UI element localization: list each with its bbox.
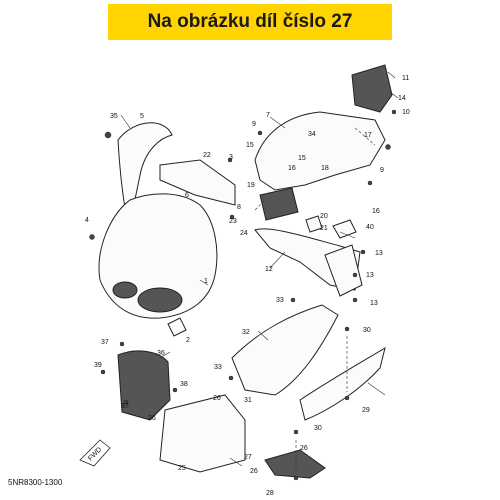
small-plate-21	[305, 215, 323, 233]
callout-26d: 26	[300, 445, 308, 452]
label-plate	[167, 317, 187, 337]
leg-shield-upper	[254, 111, 386, 191]
callout-13a: 13	[375, 250, 383, 257]
callout-16a: 16	[288, 165, 296, 172]
callout-35: 35	[110, 113, 118, 120]
callout-32: 32	[242, 329, 250, 336]
callout-18: 18	[321, 165, 329, 172]
callout-25: 25	[178, 465, 186, 472]
air-duct	[117, 350, 171, 421]
callout-40: 40	[366, 224, 374, 231]
callout-31: 31	[244, 397, 252, 404]
fastener-markers	[89, 109, 397, 481]
callout-30a: 30	[363, 327, 371, 334]
top-panel	[351, 64, 393, 113]
callout-15b: 15	[298, 155, 306, 162]
inner-bracket	[159, 159, 236, 206]
small-plate	[332, 219, 357, 239]
diagram-code: 5NR8300-1300	[8, 478, 63, 487]
callout-5: 5	[140, 113, 144, 120]
callout-19: 19	[247, 182, 255, 189]
callout-3: 3	[229, 154, 233, 161]
headlight-opening-right	[112, 281, 138, 299]
leader-lines	[120, 71, 399, 470]
callout-9a: 9	[252, 121, 256, 128]
part-number-banner: Na obrázku díl číslo 27	[108, 4, 392, 40]
callout-37a: 37	[101, 339, 109, 346]
callout-8: 8	[237, 204, 241, 211]
callout-39: 39	[94, 362, 102, 369]
callout-10: 10	[402, 109, 410, 116]
callout-34: 34	[308, 131, 316, 138]
callout-12: 12	[265, 266, 273, 273]
callout-20: 20	[320, 213, 328, 220]
inner-panel-side	[324, 244, 363, 297]
lower-cowl	[159, 394, 246, 473]
callout-9b: 9	[380, 167, 384, 174]
callout-17: 17	[364, 132, 372, 139]
callout-28: 28	[266, 490, 274, 497]
callout-36: 36	[157, 350, 165, 357]
callout-38: 38	[180, 381, 188, 388]
side-cover	[299, 346, 386, 421]
callout-26b: 26	[213, 395, 221, 402]
headlight-opening	[137, 287, 183, 313]
callout-24: 24	[240, 230, 248, 237]
callout-15a: 15	[246, 142, 254, 149]
callout-30b: 30	[314, 425, 322, 432]
callout-labels: 1 2 3 4 5 6 7 8 9 9 10 11 12 13 13 13 14…	[85, 75, 410, 497]
callout-1: 1	[204, 278, 208, 285]
callout-6: 6	[185, 192, 189, 199]
callout-13c: 13	[370, 300, 378, 307]
callout-22: 22	[203, 152, 211, 159]
callout-11: 11	[402, 75, 409, 82]
callout-33a: 33	[276, 297, 284, 304]
under-panel	[231, 304, 339, 396]
storage-box	[259, 187, 299, 221]
callout-21: 21	[320, 225, 328, 232]
callout-2: 2	[186, 337, 190, 344]
callout-37b: 37	[121, 403, 129, 410]
callout-23: 23	[229, 218, 237, 225]
callout-16b: 16	[372, 208, 380, 215]
lower-bracket-part-27	[264, 449, 326, 479]
callout-13b: 13	[366, 272, 374, 279]
callout-26c: 26	[250, 468, 258, 475]
callout-27: 27	[244, 454, 252, 461]
callout-4: 4	[85, 217, 89, 224]
callout-26a: 26	[148, 415, 156, 422]
callout-7: 7	[266, 112, 270, 119]
callout-14: 14	[398, 95, 406, 102]
callout-29: 29	[362, 407, 370, 414]
banner-text: Na obrázku díl číslo 27	[147, 11, 353, 32]
fwd-arrow-icon: FWD	[79, 439, 111, 467]
callout-33b: 33	[214, 364, 222, 371]
